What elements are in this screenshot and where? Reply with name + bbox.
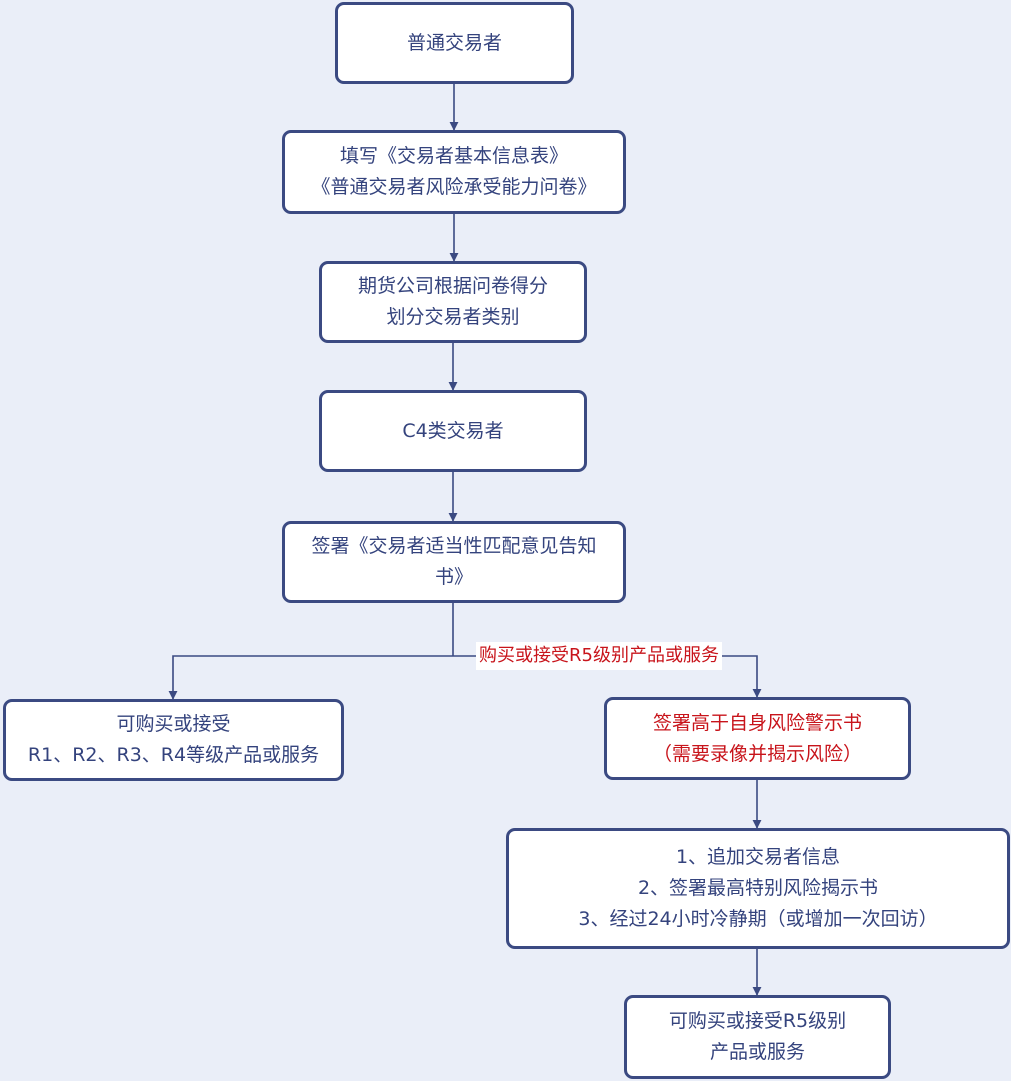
- node-text-line: C4类交易者: [402, 419, 504, 442]
- node-text-line: 普通交易者: [406, 31, 502, 54]
- node-text-line: 3、经过24小时冷静期（或增加一次回访）: [578, 908, 938, 930]
- node-sign-warning: 签署高于自身风险警示书 （需要录像并揭示风险）: [604, 697, 911, 780]
- node-classify: 期货公司根据问卷得分划分交易者类别: [319, 261, 587, 343]
- branch-condition-label: 购买或接受R5级别产品或服务: [476, 642, 722, 670]
- node-buy-r5: 可购买或接受R5级别产品或服务: [624, 995, 891, 1079]
- node-text-line: 可购买或接受R5级别: [668, 1010, 847, 1032]
- node-text-line: 可购买或接受: [116, 713, 231, 735]
- node-text-line: 《普通交易者风险承受能力问卷》: [311, 176, 597, 198]
- node-fill-forms: 填写《交易者基本信息表》《普通交易者风险承受能力问卷》: [282, 130, 626, 214]
- node-c4-trader: C4类交易者: [319, 390, 587, 472]
- node-text-line: 签署高于自身风险警示书: [652, 711, 862, 734]
- node-text-line: 期货公司根据问卷得分: [357, 275, 548, 297]
- node-extra-steps: 1、追加交易者信息 2、签署最高特别风险揭示书 3、经过24小时冷静期（或增加一次回…: [506, 828, 1010, 949]
- node-text-line: 产品或服务: [709, 1041, 805, 1063]
- node-text-line: （需要录像并揭示风险）: [652, 742, 862, 765]
- node-text-line: 填写《交易者基本信息表》: [339, 145, 568, 167]
- node-ordinary-trader: 普通交易者: [335, 2, 574, 84]
- node-text-line: 书》: [434, 566, 473, 588]
- node-text-line: R1、R2、R3、R4等级产品或服务: [27, 744, 320, 766]
- node-text-line: 2、签署最高特别风险揭示书: [637, 877, 879, 899]
- node-sign-notice: 签署《交易者适当性匹配意见告知书》: [282, 521, 626, 603]
- arrow-branch-left: [168, 655, 453, 700]
- node-text-line: 1、追加交易者信息: [675, 846, 841, 868]
- node-text-line: 签署《交易者适当性匹配意见告知: [311, 535, 597, 557]
- node-text-line: 划分交易者类别: [386, 306, 520, 328]
- node-buy-r1-r4: 可购买或接受 R1、R2、R3、R4等级产品或服务: [3, 699, 344, 781]
